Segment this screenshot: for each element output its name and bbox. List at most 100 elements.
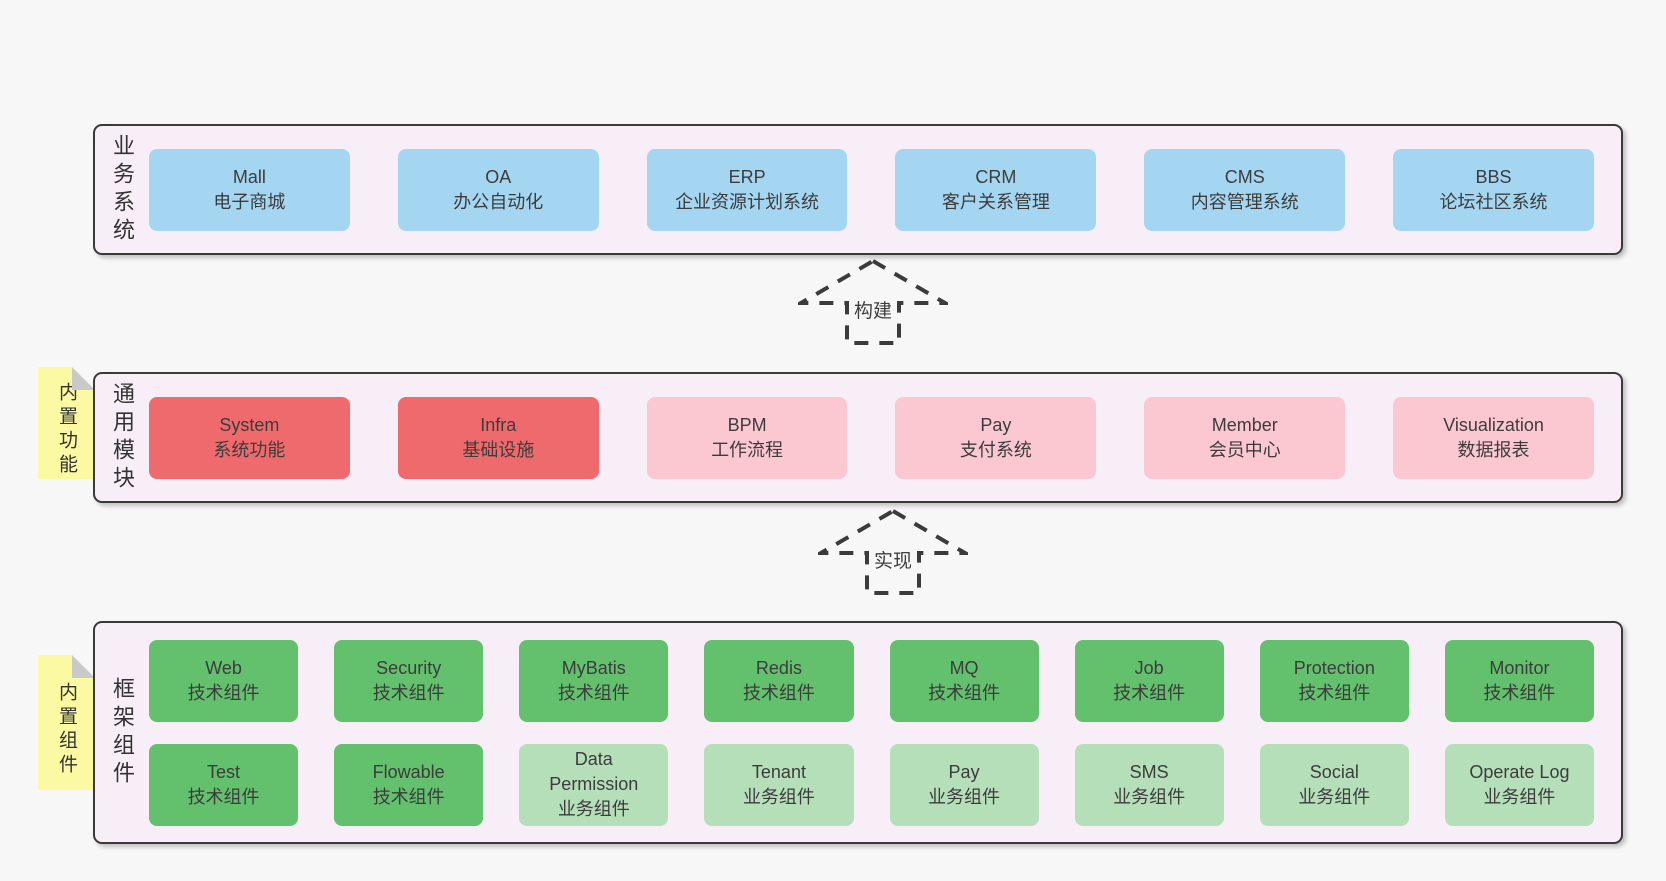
box-operate-log: Operate Log 业务组件 xyxy=(1444,743,1594,826)
arrow-label: 构建 xyxy=(850,295,896,324)
box-name: Protection xyxy=(1293,657,1375,678)
box-name: Security xyxy=(376,657,442,678)
box-name: Pay xyxy=(948,761,980,782)
box-name: Infra xyxy=(480,414,517,435)
box-desc: 工作流程 xyxy=(711,439,784,460)
folded-corner-icon xyxy=(72,655,95,678)
box-name: SMS xyxy=(1129,761,1169,782)
arrow-implement: 实现 xyxy=(818,507,968,597)
box-erp: ERP 企业资源计划系统 xyxy=(646,148,848,231)
box-security: Security 技术组件 xyxy=(334,639,484,722)
box-data-permission: Data Permission 业务组件 xyxy=(519,743,669,826)
box-pay-component: Pay 业务组件 xyxy=(889,743,1039,826)
box-desc: 技术组件 xyxy=(557,682,630,703)
sticky-note-builtin-functions: 内置功能 xyxy=(38,367,95,479)
box-redis: Redis 技术组件 xyxy=(704,639,854,722)
box-system: System 系统功能 xyxy=(149,396,350,479)
box-desc: 论坛社区系统 xyxy=(1439,191,1548,212)
box-desc: 技术组件 xyxy=(1483,682,1556,703)
box-desc: 企业资源计划系统 xyxy=(675,191,820,212)
box-desc: 业务组件 xyxy=(1113,786,1186,807)
box-name: MQ xyxy=(949,657,979,678)
layer-label-column: 通用模块 xyxy=(95,374,149,501)
component-row-1: Web 技术组件 Security 技术组件 MyBatis 技术组件 Redi… xyxy=(149,639,1594,722)
box-name: Social xyxy=(1309,761,1359,782)
box-name: Monitor xyxy=(1489,657,1550,678)
component-row-2: Test 技术组件 Flowable 技术组件 Data Permission … xyxy=(149,743,1594,826)
box-desc: 系统功能 xyxy=(213,439,286,460)
box-name: MyBatis xyxy=(561,657,626,678)
box-desc: 数据报表 xyxy=(1457,439,1530,460)
box-crm: CRM 客户关系管理 xyxy=(895,148,1097,231)
layer-content: Web 技术组件 Security 技术组件 MyBatis 技术组件 Redi… xyxy=(149,623,1621,842)
box-name: ERP xyxy=(728,166,766,187)
box-name: Web xyxy=(205,657,242,678)
box-bpm: BPM 工作流程 xyxy=(646,396,848,479)
layer-label-column: 业务系统 xyxy=(95,126,149,253)
box-sms: SMS 业务组件 xyxy=(1074,743,1224,826)
box-protection: Protection 技术组件 xyxy=(1259,639,1409,722)
box-desc: 电子商城 xyxy=(213,191,286,212)
box-test: Test 技术组件 xyxy=(149,743,299,826)
box-name: Redis xyxy=(755,657,802,678)
box-name: Pay xyxy=(980,414,1012,435)
box-desc: 业务组件 xyxy=(1483,786,1556,807)
box-name: Test xyxy=(207,761,241,782)
box-mq: MQ 技术组件 xyxy=(889,639,1039,722)
layer-content: Mall 电子商城 OA 办公自动化 ERP 企业资源计划系统 CRM 客户关系… xyxy=(149,126,1621,253)
box-desc: 技术组件 xyxy=(1113,682,1186,703)
layer-framework-components: 框架组件 Web 技术组件 Security 技术组件 MyBatis 技术组件… xyxy=(93,621,1623,844)
box-name: BBS xyxy=(1475,166,1512,187)
layer-label: 业务系统 xyxy=(110,133,135,246)
box-name: BPM xyxy=(727,414,767,435)
box-desc: 基础设施 xyxy=(462,439,535,460)
box-oa: OA 办公自动化 xyxy=(397,148,599,231)
box-name: Member xyxy=(1211,414,1278,435)
box-desc: 技术组件 xyxy=(187,786,260,807)
box-desc: 业务组件 xyxy=(742,786,815,807)
box-desc: 客户关系管理 xyxy=(941,191,1050,212)
box-name: CRM xyxy=(975,166,1017,187)
box-job: Job 技术组件 xyxy=(1074,639,1224,722)
box-social: Social 业务组件 xyxy=(1259,743,1409,826)
box-tenant: Tenant 业务组件 xyxy=(704,743,854,826)
box-desc: 业务组件 xyxy=(557,799,630,819)
box-desc: 技术组件 xyxy=(1298,682,1371,703)
arrow-label: 实现 xyxy=(870,545,916,574)
box-mybatis: MyBatis 技术组件 xyxy=(519,639,669,722)
box-desc: 技术组件 xyxy=(372,682,445,703)
box-visualization: Visualization 数据报表 xyxy=(1393,396,1594,479)
box-name: Job xyxy=(1134,657,1164,678)
box-name: CMS xyxy=(1224,166,1265,187)
layer-business-systems: 业务系统 Mall 电子商城 OA 办公自动化 ERP 企业资源计划系统 CRM… xyxy=(93,124,1623,255)
box-desc: 内容管理系统 xyxy=(1190,191,1299,212)
box-desc: 办公自动化 xyxy=(453,191,544,212)
box-name: Data Permission xyxy=(549,749,639,794)
box-flowable: Flowable 技术组件 xyxy=(334,743,484,826)
box-web: Web 技术组件 xyxy=(149,639,299,722)
box-desc: 支付系统 xyxy=(959,439,1032,460)
layer-label-column: 框架组件 xyxy=(95,623,149,842)
box-desc: 业务组件 xyxy=(928,786,1001,807)
box-pay-system: Pay 支付系统 xyxy=(895,396,1097,479)
box-desc: 会员中心 xyxy=(1208,439,1281,460)
box-desc: 业务组件 xyxy=(1298,786,1371,807)
box-name: Mall xyxy=(232,166,266,187)
arrow-build: 构建 xyxy=(798,257,948,347)
box-mall: Mall 电子商城 xyxy=(149,148,350,231)
box-desc: 技术组件 xyxy=(187,682,260,703)
box-infra: Infra 基础设施 xyxy=(397,396,599,479)
box-name: Tenant xyxy=(751,761,806,782)
box-monitor: Monitor 技术组件 xyxy=(1444,639,1594,722)
box-name: System xyxy=(219,414,280,435)
box-bbs: BBS 论坛社区系统 xyxy=(1393,148,1594,231)
sticky-note-text: 内置组件 xyxy=(56,681,77,778)
sticky-note-builtin-components: 内置组件 xyxy=(38,655,95,790)
box-name: Operate Log xyxy=(1469,761,1570,782)
box-member: Member 会员中心 xyxy=(1144,396,1346,479)
box-desc: 技术组件 xyxy=(742,682,815,703)
folded-corner-icon xyxy=(72,367,95,390)
layer-label: 通用模块 xyxy=(110,381,135,494)
box-name: OA xyxy=(485,166,512,187)
